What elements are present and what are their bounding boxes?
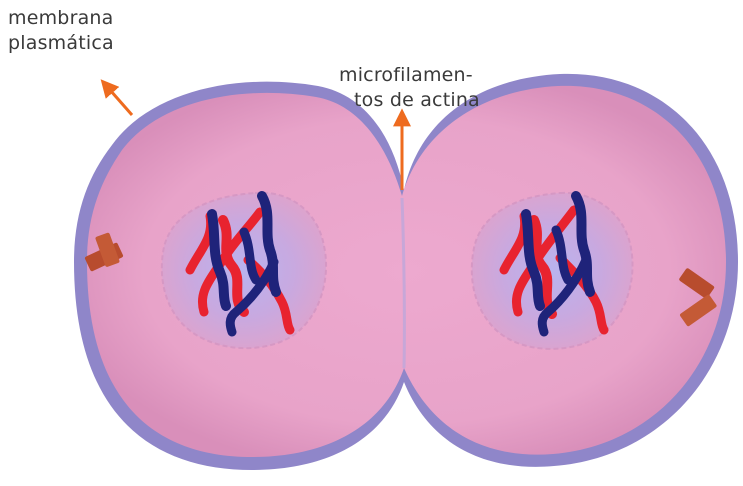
label-membrane-line-1: membrana [8,6,114,30]
label-membrane-line-2: plasmática [8,31,114,55]
label-actin-line-2: tos de actina [354,88,480,112]
label-actin-line-1: microfilamen- [339,63,473,87]
arrow-membrane-icon [103,82,132,115]
nucleus-right [472,193,633,349]
